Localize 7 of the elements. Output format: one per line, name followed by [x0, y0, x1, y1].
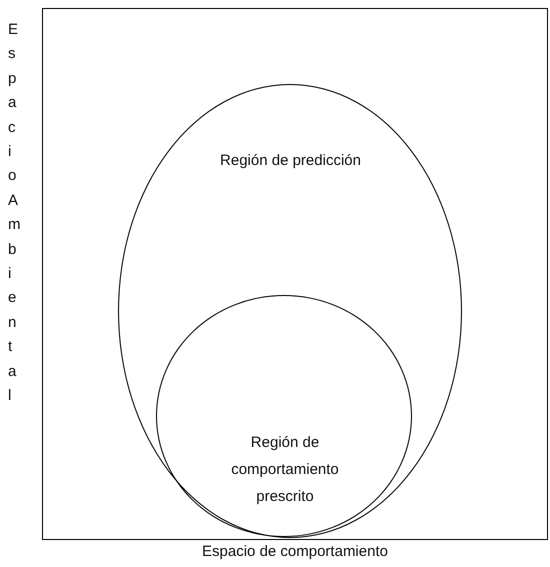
frame-box: [42, 8, 548, 540]
axis-label: Espacio de comportamiento: [201, 543, 389, 560]
region-label: Región de predicción: [219, 150, 362, 170]
region-ellipse: [118, 84, 462, 538]
vertical-axis-label: Espacio Ambiental: [8, 20, 30, 406]
region-ellipse: [156, 295, 412, 537]
region-label: Región de comportamiento prescrito: [230, 433, 340, 507]
